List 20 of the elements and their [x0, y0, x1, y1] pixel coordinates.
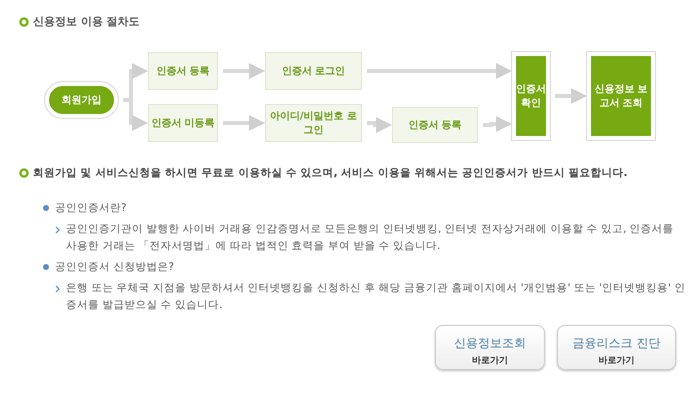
section-title: 신용정보 이용 절차도 — [33, 14, 140, 29]
arrow — [223, 115, 265, 131]
start-pill: 회원가입 — [45, 82, 118, 118]
answer-paragraph: 은행 또는 우체국 지점을 방문하셔서 인터넷뱅킹을 신청하신 후 해당 금융기관 홈페이지에서 '개인범용' 또는 '인터넷뱅킹용' 인증서를 발급받으실 수 있습니다. — [66, 281, 686, 313]
link-button: 신용정보조회 바로가기 — [435, 325, 545, 370]
process-box: 인증서 로그인 — [265, 52, 362, 90]
arrow — [223, 63, 265, 79]
arrow — [367, 63, 512, 79]
arrow — [367, 117, 392, 133]
question-text: 공인인증서 신청방법은? — [55, 260, 175, 275]
question-text: 공인인증서란? — [55, 201, 128, 216]
link-button: 금융리스크 진단 바로가기 — [557, 325, 676, 370]
process-box: 인증서 미등록 — [148, 104, 218, 142]
arrow — [555, 88, 587, 104]
process-box: 인증서 등록 — [392, 107, 478, 143]
process-box: 인증서 등록 — [148, 52, 218, 90]
answer-paragraph: 공인인증기관이 발행한 사이버 거래용 인감증명서로 모든은행의 인터넷뱅킹, 인터넷 전자상거래에 이용할 수 있고, 인증서를 사용한 거래는 「전자서명법」에 따라 법적인 효력을 부여 받을 수 있습니다. — [66, 222, 675, 254]
arrow — [483, 116, 512, 132]
process-box: 아이디/비밀번호 로그인 — [265, 104, 362, 142]
heading-text: 회원가입 및 서비스신청을 하시면 무료로 이용하실 수 있으며, 서비스 이용을 위해서는 공인인증서가 반드시 필요합니다. — [33, 166, 628, 181]
